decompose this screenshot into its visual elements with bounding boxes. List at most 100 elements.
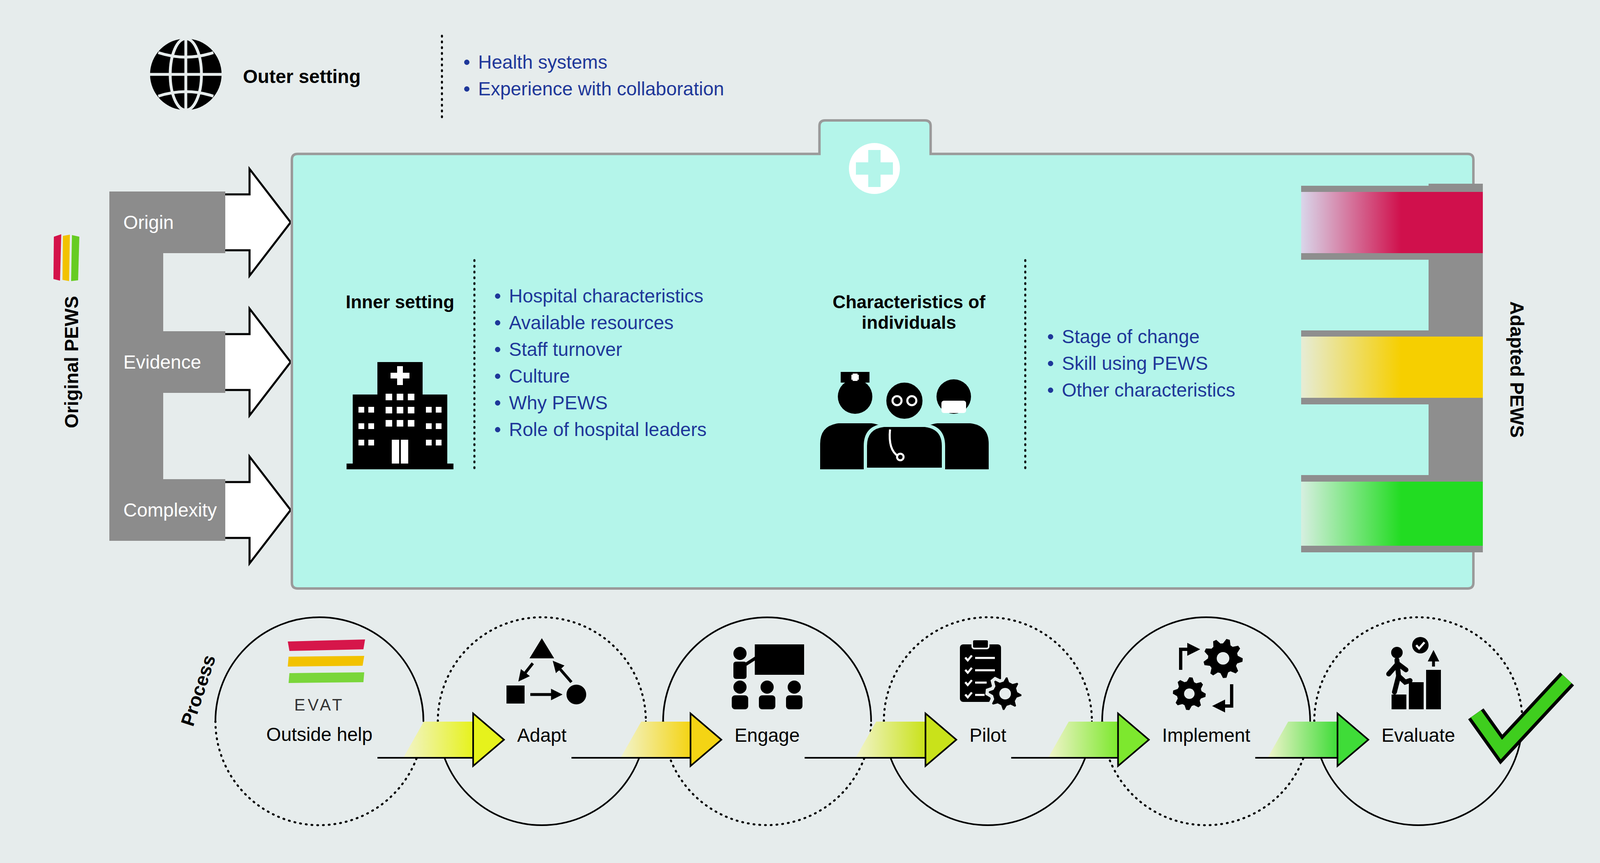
medical-cross-icon bbox=[855, 162, 893, 175]
hospital-icon bbox=[435, 406, 442, 413]
pilot-icon bbox=[965, 655, 995, 698]
people-icon bbox=[892, 396, 902, 406]
pilot-icon bbox=[965, 692, 972, 698]
adapted-pews-bars bbox=[1301, 336, 1483, 398]
dotted-divider bbox=[1024, 260, 1027, 472]
adapted-pews-bars bbox=[1301, 475, 1483, 553]
hospital-icon bbox=[399, 439, 401, 464]
process-step: Adapt bbox=[512, 724, 572, 764]
implement-icon bbox=[1216, 684, 1232, 707]
hospital-icon bbox=[385, 393, 393, 401]
globe-icon bbox=[150, 73, 222, 77]
check-mark bbox=[1475, 679, 1568, 750]
arrow-head bbox=[473, 713, 505, 767]
adapt-icon bbox=[566, 684, 587, 705]
adapted-pews-bars bbox=[1301, 191, 1483, 254]
pilot-icon bbox=[975, 657, 995, 660]
hospital-icon bbox=[346, 463, 454, 470]
adapt-icon bbox=[520, 663, 533, 680]
evaluate-icon bbox=[1391, 694, 1407, 710]
hospital-icon bbox=[396, 406, 404, 414]
section-heading: Characteristics of individuals bbox=[822, 291, 996, 333]
pilot-icon bbox=[972, 639, 989, 649]
evaluate-icon bbox=[1394, 676, 1399, 693]
people-icon bbox=[889, 429, 899, 457]
hospital-icon bbox=[435, 423, 442, 430]
arrow-shaft bbox=[855, 721, 926, 759]
people-icon bbox=[820, 423, 891, 470]
dotted-divider bbox=[473, 260, 476, 472]
hospital-icon bbox=[407, 406, 415, 414]
evat-brush-icon bbox=[288, 672, 365, 684]
implement-icon bbox=[1180, 649, 1232, 707]
adapt-icon bbox=[506, 685, 525, 704]
band-label: Evidence bbox=[123, 351, 202, 374]
bullet-item: Stage of change bbox=[1047, 325, 1200, 349]
pilot-icon bbox=[965, 680, 972, 686]
section-heading: Outer setting bbox=[242, 65, 361, 88]
step-label: Evaluate bbox=[1381, 724, 1455, 747]
gear bbox=[1203, 639, 1243, 679]
connector-group bbox=[225, 168, 291, 276]
gear-icons bbox=[987, 639, 1243, 713]
arrow-head bbox=[925, 713, 957, 767]
evat-brush-icon bbox=[287, 639, 366, 684]
hospital-icon bbox=[390, 372, 410, 379]
block-arrow bbox=[225, 456, 291, 564]
pilot-icon bbox=[959, 639, 1002, 703]
evaluate-icon bbox=[1432, 653, 1436, 667]
medical-cross-icon bbox=[848, 143, 900, 195]
input-band: Evidence bbox=[109, 331, 226, 394]
people-icon bbox=[865, 425, 944, 470]
hospital-outline bbox=[290, 119, 1475, 590]
arrow-head bbox=[1337, 713, 1369, 767]
band-label: Origin bbox=[123, 211, 174, 234]
engage-icon bbox=[758, 695, 776, 710]
medical-cross-icon bbox=[868, 150, 881, 188]
hospital-icon bbox=[358, 406, 365, 413]
people-icon bbox=[820, 372, 989, 470]
pilot-icon bbox=[959, 644, 1002, 703]
bullet-item: Staff turnover bbox=[494, 337, 622, 361]
circle-arc bbox=[663, 617, 872, 722]
engage-icon bbox=[760, 680, 774, 694]
adapted-pews-bars bbox=[1428, 183, 1483, 551]
hospital-icon bbox=[407, 393, 415, 401]
tool-label: EVAT bbox=[266, 694, 373, 716]
people-icon bbox=[840, 372, 870, 383]
evaluate-icon bbox=[1388, 660, 1411, 693]
implement-icon bbox=[1180, 649, 1232, 707]
arrow-shaft bbox=[403, 721, 474, 759]
globe-icon bbox=[150, 38, 222, 111]
people-icon bbox=[884, 381, 925, 421]
vertical-label: Adapted PEWS bbox=[1505, 301, 1529, 438]
people-icon bbox=[941, 400, 967, 414]
evaluate-icon bbox=[1396, 660, 1399, 677]
adapted-pews-bars bbox=[1301, 481, 1483, 546]
globe-icon bbox=[170, 38, 202, 111]
people-icon bbox=[837, 379, 873, 414]
circle-arc bbox=[215, 617, 424, 722]
process-connector bbox=[377, 757, 474, 759]
circle-arc bbox=[1314, 617, 1523, 722]
process-connector bbox=[1011, 757, 1119, 759]
pilot-icon bbox=[975, 682, 987, 685]
process-connector bbox=[1255, 757, 1338, 759]
people-icon bbox=[918, 423, 989, 470]
bullet-item: Skill using PEWS bbox=[1047, 351, 1208, 375]
step-label: Pilot bbox=[969, 724, 1006, 747]
gear-hole bbox=[999, 688, 1011, 700]
evaluate-icon bbox=[1426, 670, 1441, 710]
adapted-pews-bars bbox=[1301, 183, 1483, 553]
hospital-icon bbox=[385, 420, 393, 427]
inner-setting-box: Inner settingHospital characteristicsAva… bbox=[290, 119, 1475, 590]
gear bbox=[987, 675, 1024, 713]
implement-icon bbox=[1180, 649, 1197, 671]
hospital-icon bbox=[425, 439, 432, 446]
evat-brush-icon bbox=[287, 639, 366, 652]
arrow-head bbox=[690, 713, 722, 767]
arrow-shaft bbox=[1048, 721, 1119, 759]
people-icon bbox=[889, 396, 917, 461]
